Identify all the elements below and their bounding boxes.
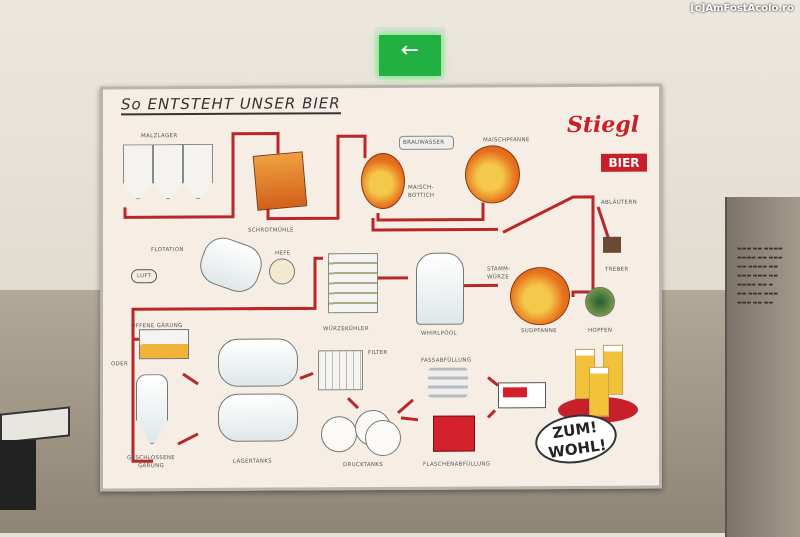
- spent-grain: [603, 236, 621, 253]
- exit-sign: ←: [375, 27, 445, 80]
- label-treber: Treber: [605, 266, 629, 273]
- label-malzlager: Malzlager: [141, 133, 178, 140]
- label-sudpfanne: Sudpfanne: [521, 328, 557, 335]
- watermark: [c]AmFostAcolo.ro: [690, 3, 794, 14]
- brew-kettle: [510, 267, 570, 326]
- label-hopfen: Hopfen: [588, 327, 613, 334]
- pressure-tank: [365, 419, 401, 457]
- label-wuerzekuehler: Würzekühler: [323, 326, 369, 333]
- beer-crate: [433, 415, 475, 452]
- label-fassabfuellung: Fassabfüllung: [421, 357, 472, 364]
- label-whirlpool: Whirlpool: [421, 330, 457, 337]
- label-ablaeutern: Abläutern: [601, 199, 637, 206]
- mash-copper: [465, 145, 520, 204]
- label-lagertanks: Lagertanks: [233, 458, 272, 465]
- label-hefe: Hefe: [275, 250, 291, 257]
- beer-glass: [589, 366, 609, 417]
- pressure-tank: [321, 416, 357, 453]
- label-oder: oder: [111, 361, 129, 368]
- whirlpool-tank: [416, 252, 464, 325]
- label-geschlossene-gaerung: Geschlossene Gärung: [127, 455, 176, 470]
- yeast-icon: [269, 258, 295, 285]
- label-drucktanks: Drucktanks: [343, 461, 384, 469]
- lager-tank: [218, 338, 298, 387]
- label-flotation: Flotation: [151, 247, 184, 254]
- label-schrotmuehle: Schrotmühle: [248, 227, 294, 234]
- display-stand: [0, 406, 70, 510]
- info-plaque: ▬▬▬ ▬▬ ▬▬▬▬▬▬▬▬ ▬▬ ▬▬▬▬▬ ▬▬▬▬ ▬▬▬▬▬ ▬▬▬ …: [725, 197, 800, 537]
- label-maischbottich: Maisch- bottich: [408, 184, 435, 199]
- label-filter: Filter: [368, 349, 388, 357]
- mash-tun: [361, 152, 405, 210]
- running-man-icon: ←: [379, 35, 441, 76]
- label-stammwuerze: Stamm- würze: [487, 266, 511, 281]
- label-brauwasser: Brauwasser: [403, 139, 445, 146]
- hops-icon: [585, 286, 615, 317]
- label-maischpfanne: Maischpfanne: [483, 137, 530, 144]
- grist-mill: [252, 151, 308, 211]
- lager-tank: [218, 393, 298, 442]
- label-flaschenabfuellung: Flaschenabfüllung: [423, 461, 491, 468]
- filter-unit: [318, 350, 363, 391]
- label-offene-gaerung: Offene Gärung: [131, 323, 183, 330]
- label-luft: Luft: [131, 269, 158, 284]
- open-fermentation-vat: [139, 329, 189, 360]
- delivery-truck: [498, 382, 546, 409]
- kegs: [428, 367, 468, 398]
- wort-cooler: [328, 253, 378, 314]
